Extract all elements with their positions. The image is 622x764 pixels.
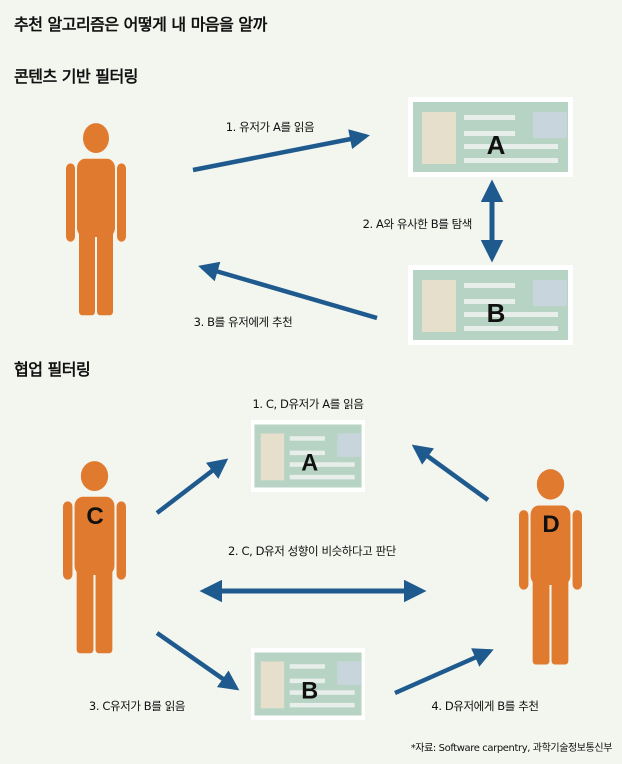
user-c-person-icon [63,461,126,654]
cf-step1-label: 1. C, D유저가 A를 읽음 [252,397,363,411]
source-note: *자료: Software carpentry, 과학기술정보통신부 [411,742,612,754]
content-card-a: A [408,97,573,177]
cf-step4-label: 4. D유저에게 B를 추천 [431,699,538,713]
arrow-recommend-d [394,648,494,696]
cf-step2-label: 2. C, D유저 성향이 비슷하다고 판단 [228,544,397,558]
cb-step2-label: 2. A와 유사한 B를 탐색 [363,217,472,231]
cb-step3-label: 3. B를 유저에게 추천 [194,315,293,329]
card-b-letter: B [487,298,506,328]
cb-step1-label: 1. 유저가 A를 읽음 [226,120,315,134]
arrow-read-a [192,129,370,173]
content-based-heading: 콘텐츠 기반 필터링 [14,67,138,86]
user-person-icon [66,123,126,316]
card-a-letter: A [487,130,506,160]
arrow-c-reads-b [155,631,240,691]
arrow-d-reads-a [411,444,490,502]
collab-card-b-letter: B [301,677,318,705]
page-title: 추천 알고리즘은 어떻게 내 마음을 알까 [14,15,268,34]
cf-step3-label: 3. C유저가 B를 읽음 [89,699,185,713]
user-d-letter: D [542,511,559,538]
collab-card-a: A [251,420,365,492]
collab-card-b: B [251,648,365,720]
arrow-recommend-b [198,261,378,321]
collaborative-heading: 협업 필터링 [14,360,90,379]
content-card-b: B [408,265,573,345]
arrow-c-reads-a [155,458,229,515]
user-d-person-icon [519,469,582,665]
user-c-letter: C [86,503,103,530]
collab-card-a-letter: A [301,449,318,477]
